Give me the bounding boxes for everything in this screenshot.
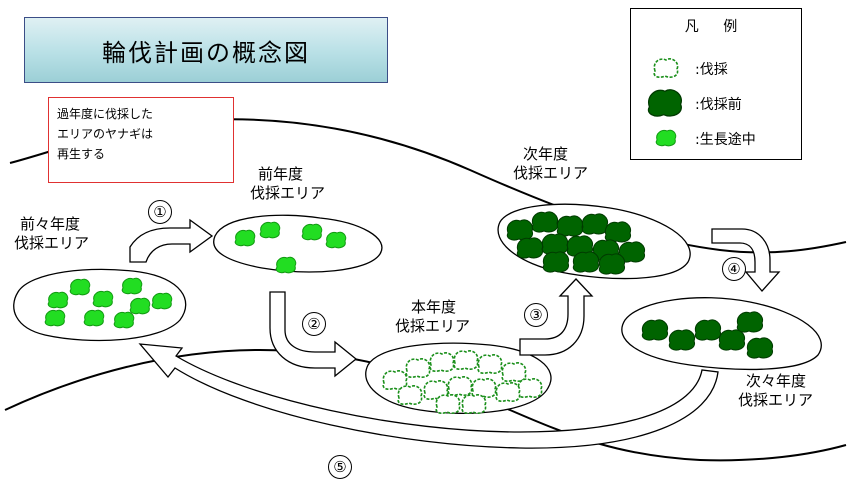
label-last-year-line1: 前年度 bbox=[258, 165, 304, 183]
legend-label-growing: :生長途中 bbox=[695, 132, 756, 148]
legend-title: 凡 例 bbox=[684, 19, 748, 35]
label-last-year-line2: 伐採エリア bbox=[250, 184, 326, 202]
legend: 凡 例 :伐採 :伐採前 :生長途中 bbox=[630, 8, 802, 160]
step-1-marker: ① bbox=[148, 200, 172, 224]
legend-item-harvested: :伐採 bbox=[631, 53, 801, 83]
label-year-after-next-line2: 伐採エリア bbox=[738, 391, 814, 409]
diagram-title: 輪伐計画の概念図 bbox=[24, 17, 388, 83]
label-two-years-ago-line2: 伐採エリア bbox=[14, 234, 90, 252]
legend-label-before-harvest: :伐採前 bbox=[695, 97, 742, 113]
label-this-year-line2: 伐採エリア bbox=[395, 317, 471, 335]
arrow-step-3 bbox=[519, 278, 594, 356]
label-this-year-line1: 本年度 bbox=[411, 298, 457, 316]
step-2-marker: ② bbox=[302, 312, 326, 336]
label-next-year: 次年度 伐採エリア bbox=[513, 145, 588, 183]
label-year-after-next-line1: 次々年度 bbox=[746, 372, 807, 390]
label-next-year-line1: 次年度 bbox=[523, 145, 569, 163]
note-line-3: 再生する bbox=[57, 147, 106, 161]
step-4-marker: ④ bbox=[722, 257, 746, 281]
arrow-step-1 bbox=[129, 218, 214, 263]
legend-item-before-harvest: :伐採前 bbox=[631, 88, 801, 118]
regrowth-note: 過年度に伐採した エリアのヤナギは 再生する bbox=[48, 97, 234, 183]
light-tree-icon bbox=[655, 129, 677, 147]
arrow-step-5 bbox=[138, 343, 719, 449]
note-line-2: エリアのヤナギは bbox=[57, 127, 154, 141]
step-3-marker: ③ bbox=[524, 303, 548, 327]
arrow-step-2 bbox=[269, 291, 358, 378]
label-next-year-line2: 伐採エリア bbox=[513, 164, 589, 182]
label-two-years-ago: 前々年度 伐採エリア bbox=[14, 215, 89, 253]
legend-label-harvested: :伐採 bbox=[695, 62, 728, 78]
note-line-1: 過年度に伐採した bbox=[57, 107, 154, 121]
label-two-years-ago-line1: 前々年度 bbox=[20, 215, 81, 233]
label-this-year: 本年度 伐採エリア bbox=[395, 298, 470, 336]
step-5-marker: ⑤ bbox=[328, 455, 352, 479]
dark-tree-icon bbox=[647, 89, 683, 117]
arrow-step-4 bbox=[711, 228, 781, 292]
area-last-year-outline bbox=[213, 214, 383, 273]
legend-item-growing: :生長途中 bbox=[631, 123, 801, 153]
label-year-after-next: 次々年度 伐採エリア bbox=[738, 372, 813, 410]
label-last-year: 前年度 伐採エリア bbox=[250, 165, 325, 203]
outline-tree-icon bbox=[653, 58, 679, 78]
